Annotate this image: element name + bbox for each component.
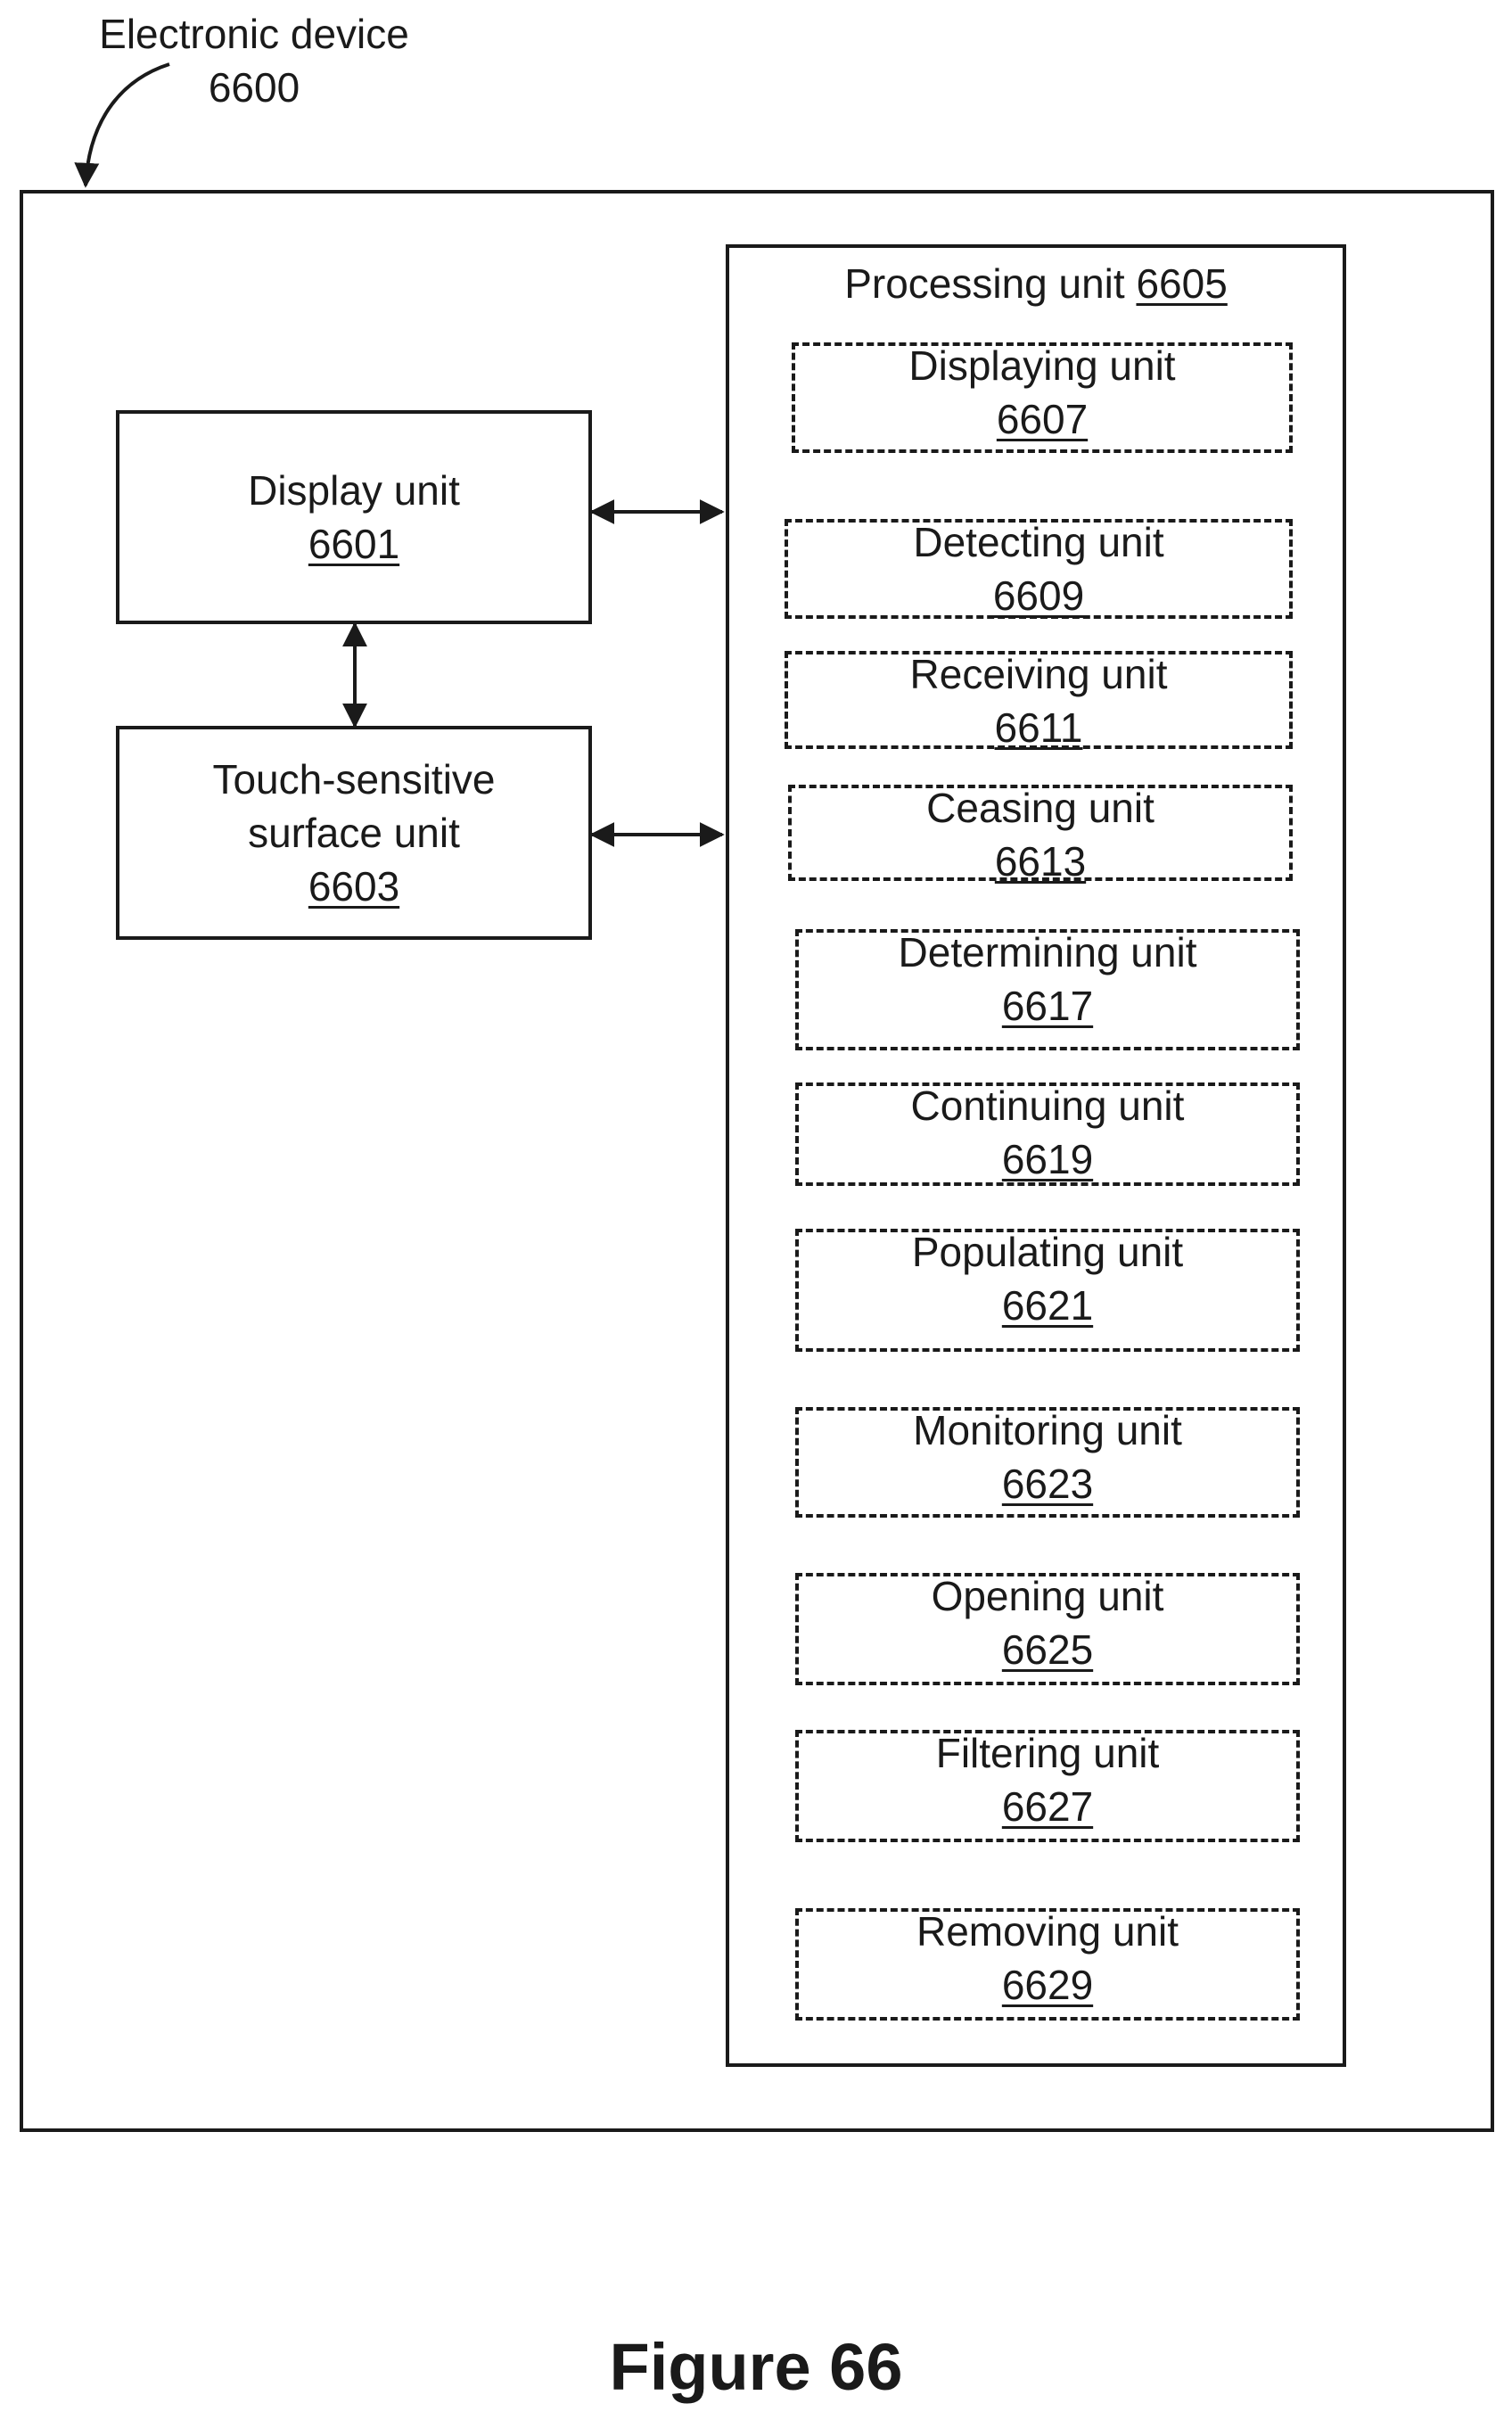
unit-label: Receiving unit	[910, 647, 1168, 701]
unit-label: Displaying unit	[908, 339, 1175, 392]
touch-unit-number: 6603	[308, 860, 399, 913]
unit-number: 6611	[995, 701, 1083, 754]
unit-label: Filtering unit	[936, 1726, 1160, 1780]
unit-number: 6613	[995, 835, 1086, 888]
unit-number: 6625	[1002, 1623, 1093, 1676]
figure-caption: Figure 66	[0, 2327, 1512, 2408]
populating-unit-box: Populating unit 6621	[795, 1229, 1300, 1352]
unit-number: 6609	[993, 569, 1084, 622]
opening-unit-box: Opening unit 6625	[795, 1573, 1300, 1685]
unit-label: Determining unit	[899, 926, 1197, 979]
unit-number: 6617	[1002, 979, 1093, 1033]
device-label-text: Electronic device	[62, 7, 446, 61]
determining-unit-box: Determining unit 6617	[795, 929, 1300, 1050]
unit-number: 6619	[1002, 1132, 1093, 1186]
continuing-unit-box: Continuing unit 6619	[795, 1082, 1300, 1186]
unit-label: Removing unit	[916, 1905, 1179, 1958]
unit-number: 6627	[1002, 1780, 1093, 1833]
unit-number: 6629	[1002, 1958, 1093, 2012]
unit-label: Monitoring unit	[913, 1403, 1182, 1457]
unit-label: Opening unit	[932, 1569, 1164, 1623]
display-unit-label: Display unit	[248, 464, 460, 517]
processing-unit-label: Processing unit	[844, 260, 1125, 307]
processing-unit-number: 6605	[1136, 260, 1227, 307]
unit-number: 6623	[1002, 1457, 1093, 1510]
unit-label: Continuing unit	[911, 1079, 1185, 1132]
monitoring-unit-box: Monitoring unit 6623	[795, 1407, 1300, 1518]
processing-unit-title: Processing unit 6605	[726, 257, 1346, 310]
touch-sensitive-surface-unit-box: Touch-sensitive surface unit 6603	[116, 726, 592, 940]
touch-unit-label-line1: Touch-sensitive	[212, 753, 495, 806]
receiving-unit-box: Receiving unit 6611	[785, 651, 1293, 749]
touch-unit-label-line2: surface unit	[248, 806, 460, 860]
device-number: 6600	[62, 61, 446, 114]
filtering-unit-box: Filtering unit 6627	[795, 1730, 1300, 1842]
ceasing-unit-box: Ceasing unit 6613	[788, 785, 1293, 881]
detecting-unit-box: Detecting unit 6609	[785, 519, 1293, 619]
displaying-unit-box: Displaying unit 6607	[792, 342, 1293, 453]
removing-unit-box: Removing unit 6629	[795, 1908, 1300, 2021]
display-unit-number: 6601	[308, 517, 399, 571]
unit-label: Ceasing unit	[926, 781, 1155, 835]
display-unit-box: Display unit 6601	[116, 410, 592, 624]
device-label: Electronic device 6600	[62, 7, 446, 114]
unit-number: 6607	[997, 392, 1088, 446]
unit-number: 6621	[1002, 1279, 1093, 1332]
unit-label: Populating unit	[912, 1225, 1183, 1279]
unit-label: Detecting unit	[913, 515, 1163, 569]
